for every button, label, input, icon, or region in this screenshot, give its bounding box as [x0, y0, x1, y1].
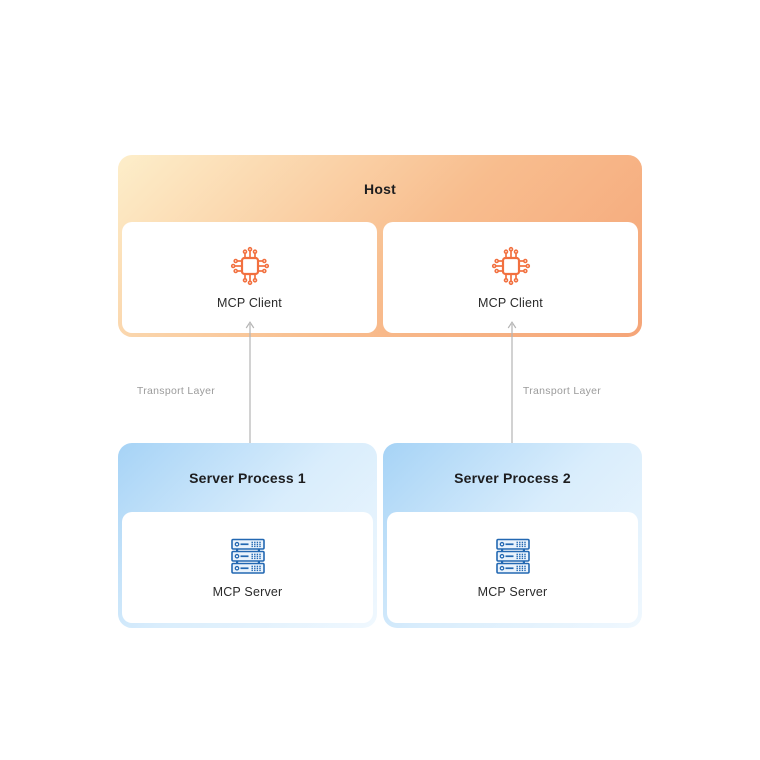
host-header: Host [118, 155, 642, 222]
transport-layer-label: Transport Layer [136, 385, 216, 397]
mcp-client-label: MCP Client [217, 295, 282, 310]
host-title: Host [364, 180, 396, 197]
server-process-box-1: Server Process 1 MCP Server [118, 443, 377, 628]
host-container: Host MCP Client MCP Client [118, 155, 642, 337]
mcp-server-label: MCP Server [477, 585, 548, 599]
mcp-server-card: MCP Server [387, 512, 638, 623]
server-process-title: Server Process 1 [189, 469, 306, 486]
server-rack-icon [228, 536, 268, 576]
server-process-header: Server Process 2 [383, 443, 642, 512]
server-process-box-2: Server Process 2 MCP Server [383, 443, 642, 628]
mcp-server-label: MCP Server [212, 585, 283, 599]
server-process-title: Server Process 2 [454, 469, 571, 486]
client-row: MCP Client MCP Client [122, 222, 638, 333]
transport-arrow [245, 321, 255, 456]
chip-icon [230, 246, 270, 286]
mcp-client-label: MCP Client [478, 295, 543, 310]
mcp-client-card: MCP Client [122, 222, 377, 333]
mcp-server-card: MCP Server [122, 512, 373, 623]
server-process-header: Server Process 1 [118, 443, 377, 512]
server-rack-icon [493, 536, 533, 576]
transport-layer-label: Transport Layer [522, 385, 602, 397]
chip-icon [491, 246, 531, 286]
mcp-client-card: MCP Client [383, 222, 638, 333]
